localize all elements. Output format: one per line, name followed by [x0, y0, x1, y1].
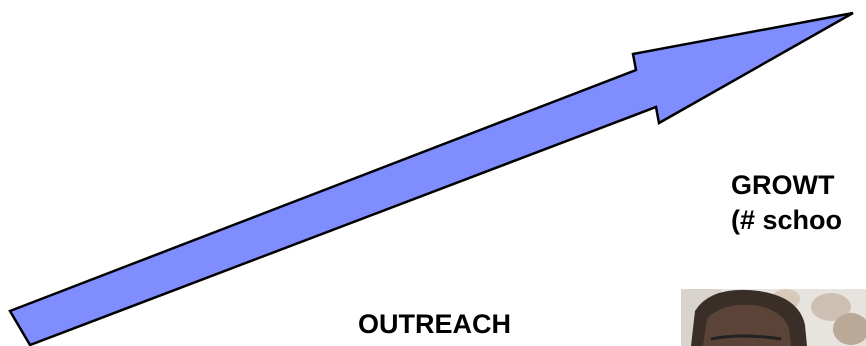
growth-label: GROWT (# schoo	[731, 168, 842, 238]
outreach-label: OUTREACH	[358, 311, 511, 338]
growth-label-line2: (# schoo	[731, 203, 842, 238]
growth-label-line1: GROWT	[731, 168, 842, 203]
person-photo	[681, 289, 866, 346]
person-photo-icon	[681, 289, 866, 346]
